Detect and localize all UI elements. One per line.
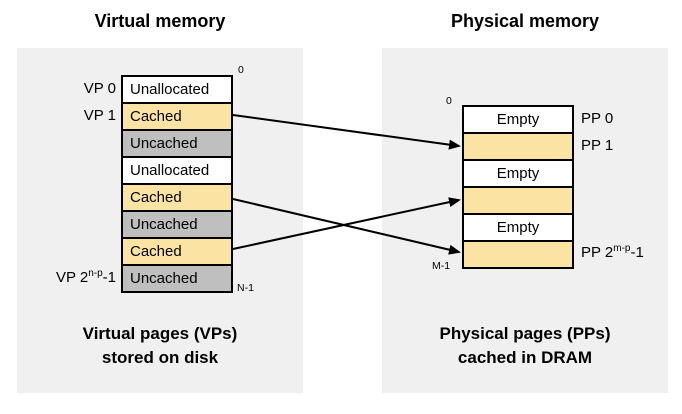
vp1-label: VP 1 (83, 107, 116, 124)
pp-cell-4: Empty (462, 213, 574, 242)
physical-caption-line2: cached in DRAM (457, 348, 593, 367)
pp-last-superscript: m-p (613, 243, 631, 254)
virtual-caption: Virtual pages (VPs) stored on disk (17, 322, 303, 370)
physical-memory-title: Physical memory (450, 11, 600, 31)
vp-cell-3: Unallocated (121, 156, 233, 185)
pp-last-tail: -1 (630, 244, 644, 261)
pp-cell-1 (462, 132, 574, 161)
vp-cell-0: Unallocated (121, 75, 233, 104)
vp0-label: VP 0 (83, 80, 116, 97)
physical-addr-top: 0 (446, 95, 452, 107)
virtual-memory-title: Virtual memory (94, 11, 226, 31)
pp-cell-5 (462, 240, 574, 269)
virtual-addr-top: 0 (238, 64, 244, 76)
vp-last-superscript: n-p (88, 268, 103, 279)
vp-last-base: VP 2 (55, 269, 89, 286)
vp-cell-7: Uncached (121, 264, 233, 293)
virtual-caption-line1: Virtual pages (VPs) (82, 324, 238, 343)
pp-cell-2: Empty (462, 159, 574, 188)
vp-last-label: VP 2n-p-1 (18, 268, 116, 288)
vp-cell-6: Cached (121, 237, 233, 266)
physical-caption: Physical pages (PPs) cached in DRAM (382, 322, 668, 370)
virtual-caption-line2: stored on disk (101, 348, 219, 367)
virtual-page-stack: Unallocated Cached Uncached Unallocated … (121, 75, 233, 293)
vp-cell-1: Cached (121, 102, 233, 131)
pp-cell-3 (462, 186, 574, 215)
pp-cell-0: Empty (462, 105, 574, 134)
virtual-addr-bottom: N-1 (237, 282, 254, 294)
pp-last-base: PP 2 (581, 244, 614, 261)
pp1-label: PP 1 (581, 137, 614, 154)
vp-cell-4: Cached (121, 183, 233, 212)
vp-cell-5: Uncached (121, 210, 233, 239)
pp0-label: PP 0 (581, 110, 614, 127)
physical-caption-line1: Physical pages (PPs) (439, 324, 611, 343)
vp-last-tail: -1 (102, 269, 116, 286)
physical-addr-bottom: M-1 (432, 260, 451, 272)
physical-page-stack: Empty Empty Empty (462, 105, 574, 269)
vp-cell-2: Uncached (121, 129, 233, 158)
pp-last-label: PP 2m-p-1 (581, 243, 644, 263)
